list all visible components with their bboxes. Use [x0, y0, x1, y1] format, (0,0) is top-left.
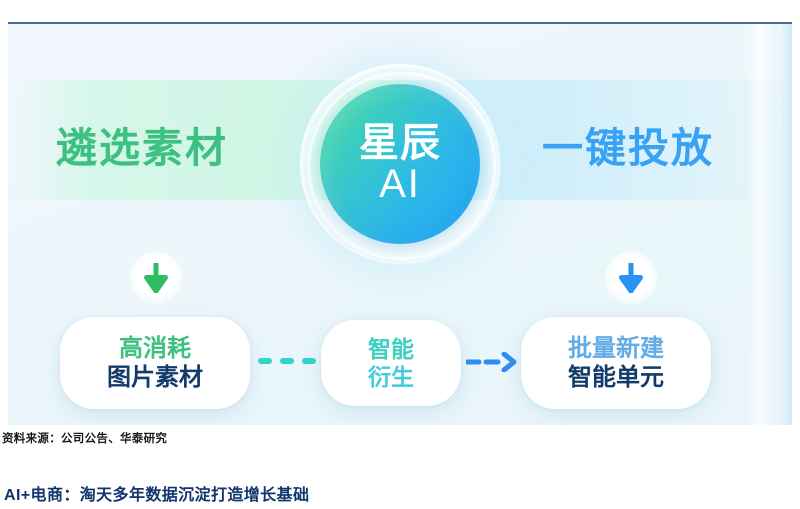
flow-card-line1: 智能 [368, 335, 414, 362]
arrow-down-icon [605, 252, 657, 304]
flow-card: 高消耗 图片素材 [60, 317, 250, 409]
flow-card-line1: 高消耗 [119, 334, 191, 362]
flow-card: 智能 衍生 [321, 320, 461, 406]
dash-segment [302, 358, 316, 364]
flow-card-line2: 智能单元 [568, 364, 664, 391]
source-note: 资料来源：公司公告、华泰研究 [2, 433, 168, 445]
figure-panel: 遴选素材 一键投放 星辰 AI 高消耗 图片素材 智能 衍生 [8, 22, 792, 425]
ai-orb: 星辰 AI [300, 64, 500, 264]
flow-card-line2: 衍生 [368, 364, 414, 390]
figure-caption: AI+电商：淘天多年数据沉淀打造增长基础 [4, 487, 310, 504]
flow-card-line1: 批量新建 [568, 334, 664, 362]
dashed-arrow-connector [464, 351, 518, 373]
stage-label-right: 一键投放 [542, 125, 714, 171]
ai-orb-body: 星辰 AI [320, 84, 480, 244]
stage-label-left: 遴选素材 [56, 125, 228, 171]
dashed-connector [258, 357, 316, 365]
dash-segment [280, 358, 294, 364]
ai-orb-subtitle: AI [379, 162, 421, 207]
arrow-down-icon [130, 252, 182, 304]
ai-orb-title: 星辰 [359, 120, 441, 165]
flow-card: 批量新建 智能单元 [521, 317, 711, 409]
dash-segment [258, 358, 272, 364]
flow-card-line2: 图片素材 [107, 364, 203, 391]
ai-orb-ring [308, 72, 496, 260]
